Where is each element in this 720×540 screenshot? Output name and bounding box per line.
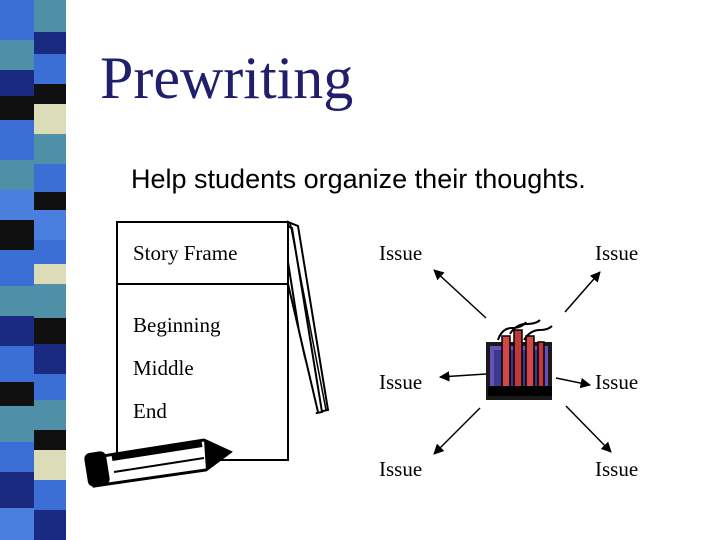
issue-label: Issue <box>595 457 639 481</box>
issue-label: Issue <box>379 241 423 265</box>
story-frame-item-middle: Middle <box>133 356 194 380</box>
pencil-icon <box>84 438 233 488</box>
issue-label: Issue <box>379 457 423 481</box>
issue-label: Issue <box>595 241 639 265</box>
issue-label: Issue <box>595 370 639 394</box>
story-frame-notepad <box>116 220 330 461</box>
issue-label: Issue <box>379 370 423 394</box>
slide-title: Prewriting <box>100 45 354 111</box>
decorative-strip <box>0 0 66 540</box>
story-frame-heading: Story Frame <box>133 241 238 265</box>
story-frame-item-beginning: Beginning <box>133 313 221 337</box>
factory-icon <box>486 319 553 400</box>
slide-subtitle: Help students organize their thoughts. <box>131 164 586 194</box>
story-frame-item-end: End <box>133 399 167 423</box>
issue-arrows <box>433 269 612 455</box>
